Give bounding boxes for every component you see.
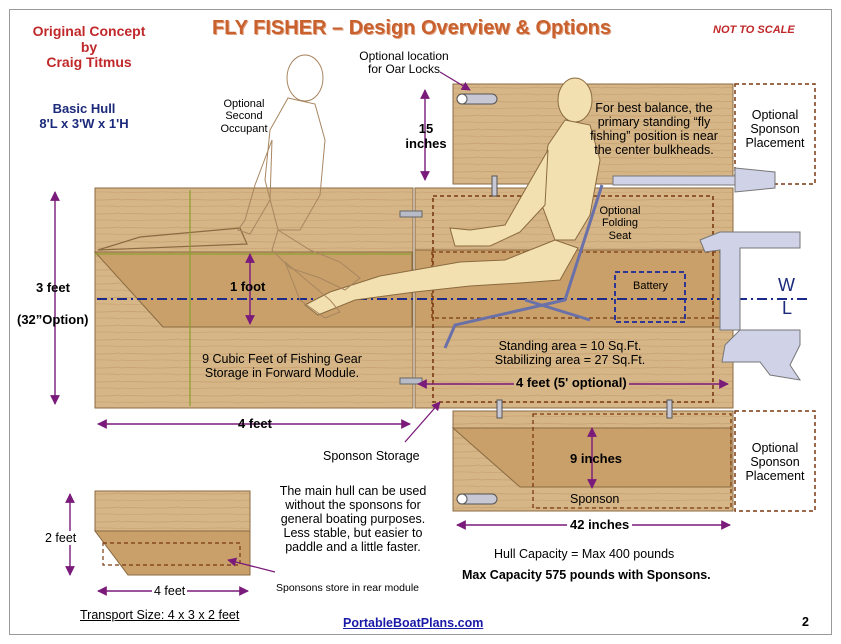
area-note: Standing area = 10 Sq.Ft. Stabilizing ar… (475, 339, 665, 367)
basic-hull-line-2: 8'L x 3'W x 1'H (39, 115, 129, 131)
concept-line-3: Craig Titmus (46, 54, 132, 71)
label-line: Sponson (750, 122, 800, 136)
label-line: inches (405, 135, 447, 151)
standing-area: Standing area = 10 Sq.Ft. (498, 339, 642, 353)
motor-head (734, 167, 776, 193)
label-line: Seat (608, 229, 632, 242)
motor-tiller (699, 231, 801, 331)
oar-lock-bottom-pin (456, 493, 468, 505)
waterline-w: W (778, 275, 795, 295)
basic-hull: Basic Hull 8'L x 3'W x 1'H (24, 101, 144, 131)
connector-bottom-1 (496, 399, 503, 419)
label-line: Folding (601, 217, 639, 230)
label-line: general boating purposes. (280, 512, 426, 526)
leader-sponson-storage (404, 401, 441, 443)
label-line: Optional (751, 441, 799, 455)
transport-front (94, 530, 251, 576)
connector-top (491, 175, 498, 197)
second-occupant-label: Optional Second Occupant (212, 98, 276, 135)
seat-leg (524, 298, 591, 322)
bottom-sponson-option (734, 410, 816, 512)
one-foot-label: 1 foot (230, 279, 266, 294)
bulkhead-clamp-top (399, 210, 423, 218)
page-title: FLY FISHER – Design Overview & Options (212, 17, 611, 39)
sponsons-store-label: Sponsons store in rear module (276, 582, 419, 594)
label-line: primary standing “fly (597, 115, 711, 129)
bottom-sponson-dash (532, 413, 732, 509)
hull-capacity: Hull Capacity = Max 400 pounds (494, 547, 675, 561)
transport-top (94, 490, 251, 532)
page-frame (9, 9, 832, 635)
label-line: for Oar Locks (367, 62, 441, 77)
basic-hull-line-1: Basic Hull (52, 101, 116, 116)
label-line: Placement (745, 136, 805, 150)
label-line: 9 Cubic Feet of Fishing Gear (202, 352, 362, 366)
label-line: Optional (223, 98, 265, 110)
transport-size: Transport Size: 4 x 3 x 2 feet (80, 608, 240, 622)
sponson-storage-label: Sponson Storage (323, 449, 420, 463)
max-capacity: Max Capacity 575 pounds with Sponsons. (462, 568, 711, 582)
label-line: Occupant (220, 122, 268, 135)
four-feet-label: 4 feet (238, 416, 272, 431)
label-line: the center bulkheads. (594, 143, 714, 157)
optional-sponson-bottom-label: Optional Sponson Placement (738, 441, 812, 483)
label-line: Optional (599, 205, 641, 217)
label-line: Placement (745, 469, 805, 483)
label-line: Storage in Forward Module. (204, 366, 360, 380)
fifteen-inches-label: 15 inches (398, 121, 454, 151)
leader-sponsons-store (227, 557, 276, 573)
oar-locks-label: Optional location for Oar Locks (345, 49, 463, 77)
sponson-label: Sponson (570, 492, 620, 506)
label-line: For best balance, the (595, 101, 713, 115)
folding-seat-label: Optional Folding Seat (592, 205, 648, 242)
three-feet-label: 3 feet (36, 280, 70, 295)
balance-note: For best balance, the primary standing “… (582, 101, 726, 157)
second-occupant (237, 54, 361, 319)
label-line: without the sponsons for (285, 498, 421, 512)
battery-box (614, 271, 686, 323)
main-hull-note: The main hull can be used without the sp… (260, 484, 446, 554)
label-line: The main hull can be used (279, 484, 427, 498)
label-line: Sponson (750, 455, 800, 469)
storage-note: 9 Cubic Feet of Fishing Gear Storage in … (187, 352, 377, 380)
oar-lock-top-pin (456, 93, 468, 105)
nine-inches-label: 9 inches (570, 451, 623, 466)
label-line: Second (225, 110, 263, 123)
concept-line-2: by (80, 38, 98, 55)
four-feet-five-label: 4 feet (5' optional) (514, 375, 629, 391)
motor-prop (721, 329, 802, 381)
label-line: 15 (418, 121, 434, 136)
label-line: Optional location (359, 49, 449, 63)
option-32-label: (32”Option) (17, 312, 89, 327)
label-line: paddle and a little faster. (285, 540, 421, 554)
concept-credit: Original Concept by Craig Titmus (25, 23, 153, 71)
battery-label: Battery (633, 280, 668, 292)
label-line: Optional (751, 108, 799, 122)
folding-seat-frame (443, 184, 604, 349)
waterline-l: L (782, 298, 793, 318)
optional-sponson-top-label: Optional Sponson Placement (738, 108, 812, 150)
forty-two-inches-label: 42 inches (567, 517, 633, 533)
leader-oar-locks (439, 71, 471, 91)
motor-shaft (612, 175, 736, 186)
stabilizing-area: Stabilizing area = 27 Sq.Ft. (494, 353, 646, 367)
bulkhead-clamp-bottom (399, 377, 423, 385)
connector-bottom-2 (666, 399, 673, 419)
page-number: 2 (802, 615, 809, 629)
concept-line-1: Original Concept (32, 23, 146, 39)
not-to-scale: NOT TO SCALE (713, 24, 795, 36)
label-line: Less stable, but easier to (283, 526, 423, 540)
two-feet-label: 2 feet (45, 531, 77, 545)
website-link[interactable]: PortableBoatPlans.com (343, 616, 484, 630)
label-line: fishing” position is near (590, 129, 718, 143)
transport-dash (102, 542, 241, 566)
transport-four-feet-label: 4 feet (152, 584, 188, 598)
